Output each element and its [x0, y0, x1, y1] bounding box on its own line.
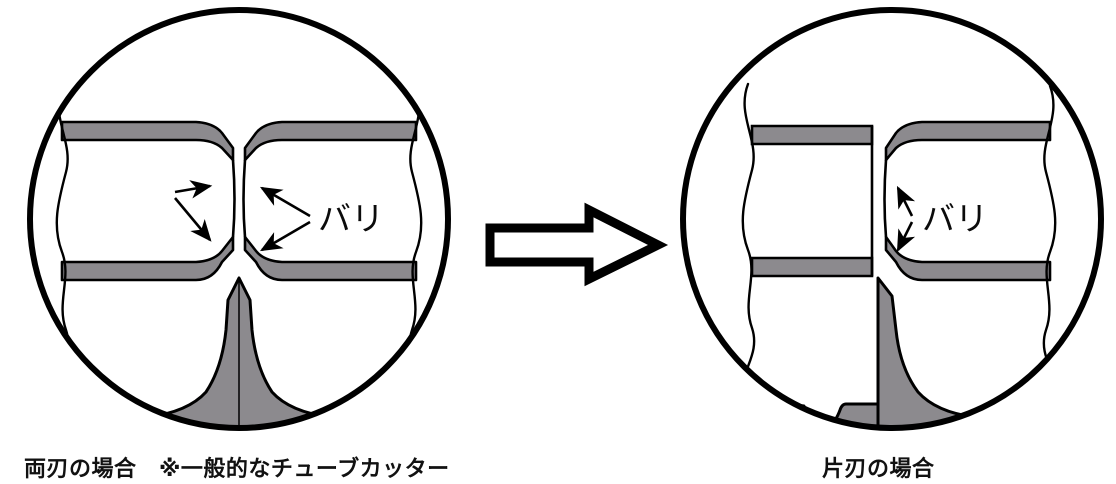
tube-wall-lower-right-burr [884, 235, 1052, 282]
cut-face-right [242, 159, 247, 238]
right-arrow-icon [485, 202, 669, 287]
burr-label-left-panel: バリ [318, 199, 384, 238]
tube-wall-lower-left [60, 235, 235, 282]
break-line-left-single [741, 82, 756, 374]
burr-arrow-upper-left [259, 186, 311, 218]
cut-face-left [231, 159, 236, 238]
transition-arrow-group [485, 202, 669, 287]
blade-double-edge [96, 276, 382, 428]
tube-wall-upper-left-clean [750, 124, 874, 146]
break-line-right-single [1042, 84, 1057, 374]
tube-wall-lower-right [243, 235, 418, 282]
burr-arrow-lower-leftside [174, 197, 212, 242]
burr-arrow-lower-left [259, 220, 311, 252]
burr-leader-right-panel [896, 185, 916, 253]
magnifier-circle-left [27, 7, 451, 431]
tube-half-left-single [741, 82, 874, 374]
cut-face-right-burr [883, 159, 888, 238]
magnifier-circle-right [680, 7, 1104, 431]
burr-leader-left-panel [174, 180, 311, 252]
burr-arrow-upper-right-single [896, 185, 916, 217]
caption-single-edge: 片刃の場合 [822, 456, 935, 482]
burr-arrow-upper-leftside [174, 180, 213, 199]
tube-wall-lower-left-clean [750, 256, 874, 278]
caption-double-edge: 両刃の場合 ※一般的なチューブカッター [24, 456, 450, 482]
burr-arrow-lower-right-single [896, 221, 916, 253]
panel-double-edge: バリ [27, 7, 451, 431]
tube-half-right-single [883, 84, 1057, 374]
tube-half-left-double [55, 84, 236, 374]
burr-label-right-panel: バリ [922, 199, 988, 238]
